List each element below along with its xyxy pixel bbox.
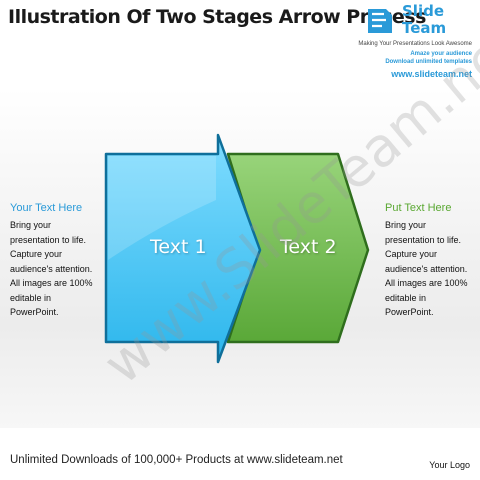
slide-title: Illustration Of Two Stages Arrow Process: [8, 6, 426, 28]
slideteam-logo-icon: [368, 9, 392, 33]
right-panel-heading[interactable]: Put Text Here: [385, 202, 452, 214]
stage-2-label[interactable]: Text 2: [280, 236, 337, 258]
right-text-panel: Put Text Here Bring your presentation to…: [385, 202, 471, 320]
brand-name-line1: Slide: [402, 2, 444, 20]
brand-url-link[interactable]: www.slideteam.net: [391, 69, 472, 79]
brand-name: Slide Team: [402, 3, 472, 37]
brand-line-1: Amaze your audience: [410, 51, 472, 57]
logo-placeholder: Your Logo: [429, 460, 470, 470]
left-panel-heading[interactable]: Your Text Here: [10, 202, 83, 214]
stage-1-highlight: [108, 156, 216, 260]
stage-1-arrow[interactable]: [104, 133, 262, 364]
stage-1-label[interactable]: Text 1: [150, 236, 207, 258]
left-text-panel: Your Text Here Bring your presentation t…: [10, 202, 96, 320]
left-panel-body[interactable]: Bring your presentation to life. Capture…: [10, 220, 93, 317]
brand-line-2: Download unlimited templates: [385, 59, 472, 65]
brand-name-line2: Team: [402, 19, 447, 37]
footer-text: Unlimited Downloads of 100,000+ Products…: [10, 454, 343, 466]
right-panel-body[interactable]: Bring your presentation to life. Capture…: [385, 220, 468, 317]
brand-tagline: Making Your Presentations Look Awesome: [358, 41, 472, 47]
brand-block: Slide Team Making Your Presentations Loo…: [358, 3, 472, 85]
